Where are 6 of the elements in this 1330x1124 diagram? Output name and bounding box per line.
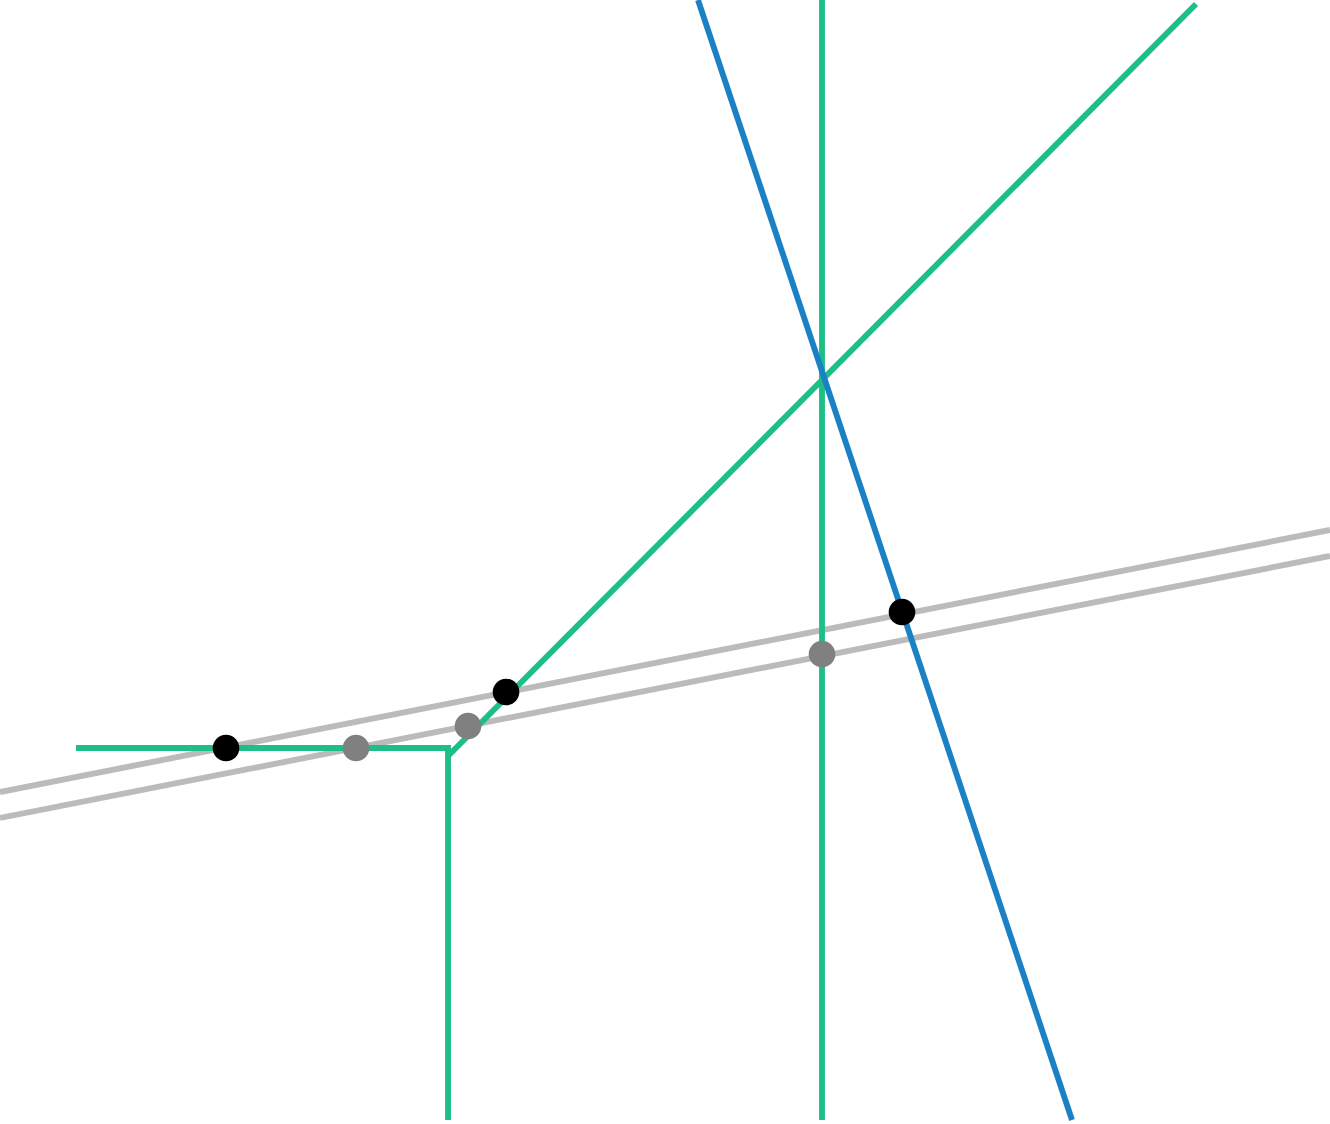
point [212,734,240,762]
point [492,678,520,706]
point [342,734,370,762]
point [808,640,836,668]
point [888,598,916,626]
point [454,712,482,740]
